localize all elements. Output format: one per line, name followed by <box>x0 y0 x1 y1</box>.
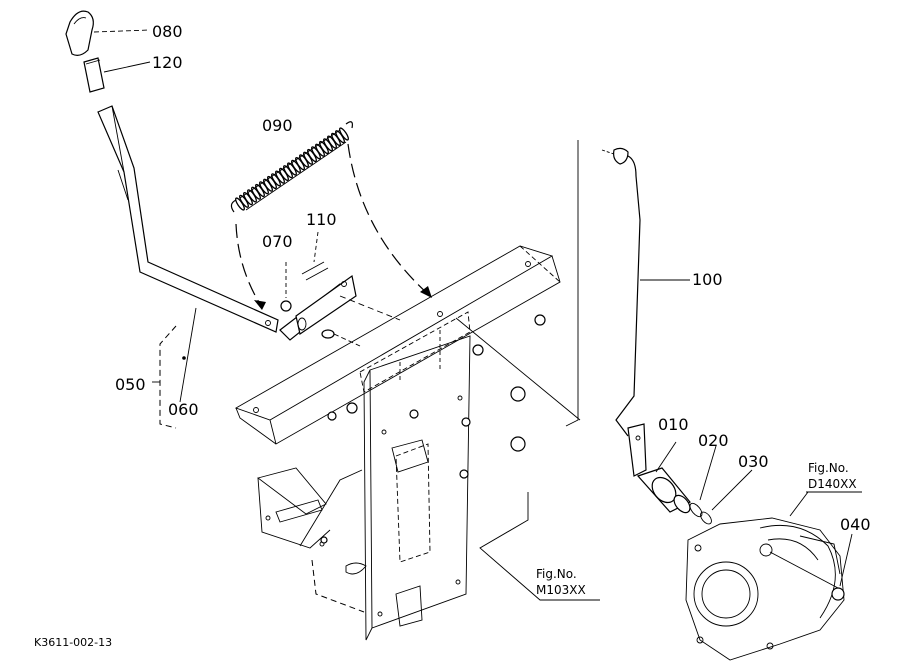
arrow-head-right <box>420 286 432 298</box>
callout-020: 020 <box>698 431 729 450</box>
hidden-line-4 <box>455 317 581 421</box>
leader-line-m103 <box>479 492 600 601</box>
callout-050: 050 <box>115 375 146 394</box>
callout-060: 060 <box>168 400 199 419</box>
lever-knob-part <box>65 10 94 56</box>
figref-d140-line1: Fig.No. <box>808 461 849 475</box>
lever-bracket <box>279 274 361 347</box>
spring-coil <box>339 127 349 141</box>
o-ring-020 <box>689 445 717 518</box>
transmission-housing <box>685 517 845 661</box>
frame-nuts <box>320 314 546 544</box>
upright-bracket <box>345 335 471 641</box>
arrow-head-left <box>254 300 266 310</box>
leader-line-080 <box>93 29 151 33</box>
document-id: K3611-002-13 <box>34 636 112 649</box>
callout-090: 090 <box>262 116 293 135</box>
callout-030: 030 <box>738 452 769 471</box>
bolt-040 <box>831 533 853 601</box>
callout-100: 100 <box>692 270 723 289</box>
nut-part-070 <box>280 262 292 312</box>
callout-070: 070 <box>262 232 293 251</box>
control-rod-part <box>565 140 641 437</box>
bracket-dot <box>182 356 186 360</box>
bracket-group-050 <box>159 325 177 429</box>
cotter-pin-part-110 <box>301 231 329 281</box>
leader-line-120 <box>103 61 151 73</box>
hand-lever-part <box>97 105 279 333</box>
leader-line-d140 <box>789 491 809 517</box>
leader-line-060 <box>179 307 197 403</box>
o-ring-030 <box>700 469 753 525</box>
grip-sleeve-part <box>83 57 105 93</box>
figref-m103-line1: Fig.No. <box>536 567 577 581</box>
callout-040: 040 <box>840 515 871 534</box>
callout-110: 110 <box>306 210 337 229</box>
rear-bracket <box>256 467 365 613</box>
hidden-line-1 <box>339 295 401 321</box>
figref-d140-line2: D140XX <box>808 477 857 491</box>
spring-hook-path-right <box>347 143 429 295</box>
main-frame-plate <box>234 245 561 445</box>
callout-010: 010 <box>658 415 689 434</box>
figref-m103-line2: M103XX <box>536 583 586 597</box>
spring-hook-path-left <box>235 223 261 305</box>
valve-assembly-010 <box>627 423 691 514</box>
tension-spring-part <box>230 121 353 213</box>
callout-120: 120 <box>152 53 183 72</box>
callout-080: 080 <box>152 22 183 41</box>
